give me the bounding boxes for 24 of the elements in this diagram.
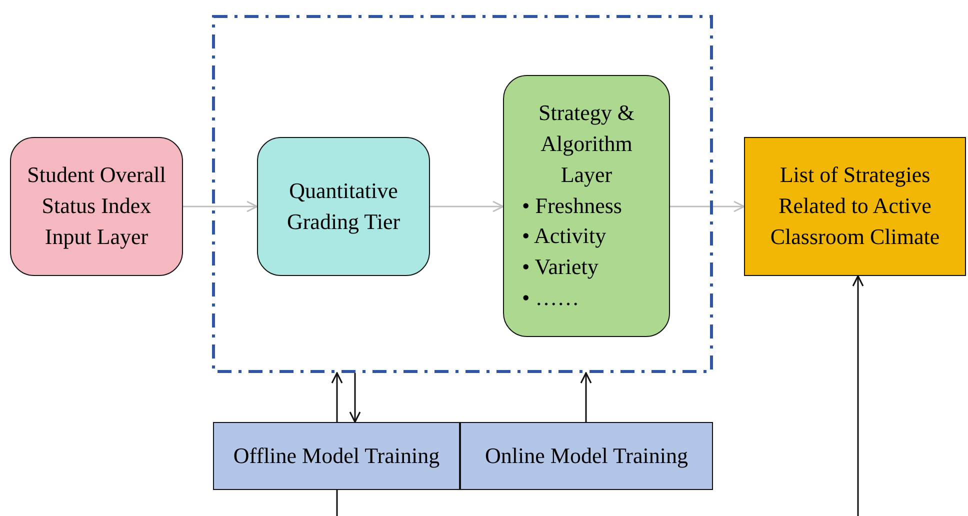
box-label: List of Strategies Related to Active Classroom Climate: [769, 161, 941, 251]
process-box: [460, 422, 713, 490]
arrow: [580, 372, 592, 422]
arrow: [852, 275, 864, 516]
layer-box: [257, 137, 430, 276]
arrow: [331, 372, 343, 422]
box-label: Quantitative Grading Tier: [286, 176, 402, 236]
arrow: [430, 200, 504, 212]
box-label: Online Model Training: [484, 442, 689, 470]
box-label: Student Overall Status Index Input Layer: [26, 161, 167, 251]
process-box: [213, 422, 460, 490]
bullet-item: • Activity: [522, 222, 608, 250]
bullet-item: • ……: [522, 284, 580, 312]
bullet-item: • Freshness: [522, 192, 623, 220]
bullet-item: • Variety: [522, 253, 600, 282]
box-label: Strategy & Algorithm Layer: [538, 99, 636, 189]
dashed-frame: [212, 15, 713, 373]
process-box: [744, 137, 966, 276]
arrow: [183, 200, 258, 212]
layer-box: [10, 137, 183, 276]
box-label: Offline Model Training: [232, 442, 441, 470]
layer-box: [503, 75, 670, 337]
arrow: [349, 373, 361, 423]
arrow: [670, 200, 745, 212]
